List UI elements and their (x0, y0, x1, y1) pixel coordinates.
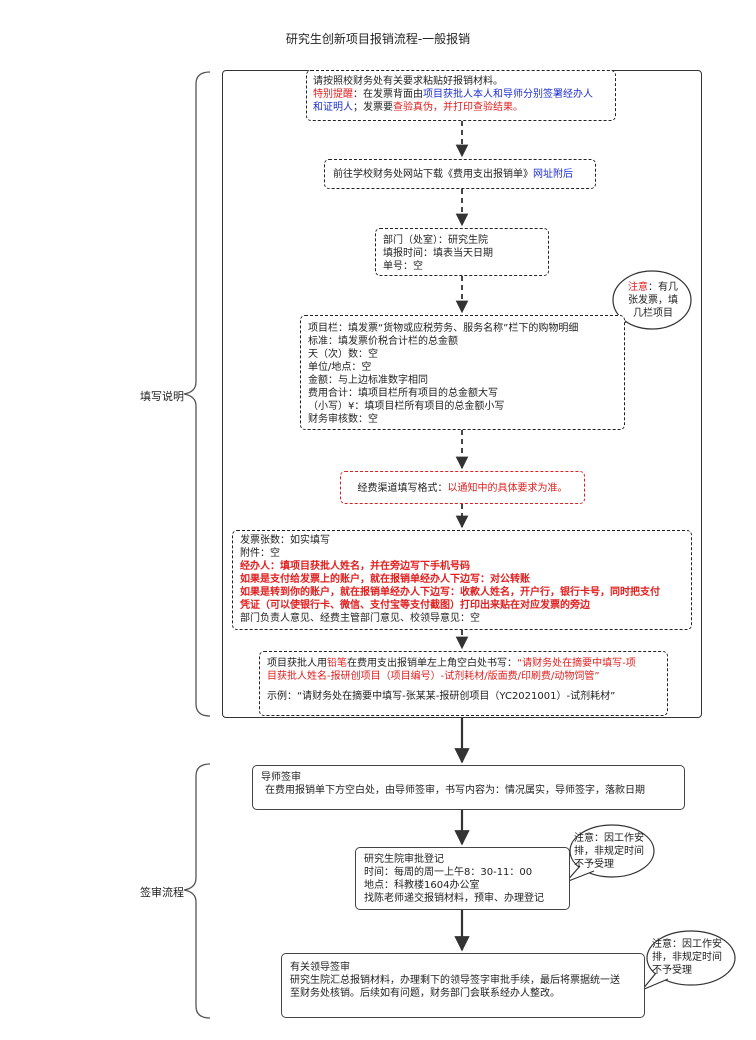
box7-line2: 目获批人姓名-报研创项目（项目编号）-试剂耗材/版面费/印刷费/动物饲管” (267, 671, 600, 682)
note1-label: 注意 (628, 282, 648, 293)
step-download-form: 前往学校财务处网站下载《费用支出报销单》网址附后 (324, 159, 596, 189)
step-pencil-memo: 项目获批人用铅笔在费用支出报销单左上角空白处书写：“请财务处在摘要中填写-项 目… (259, 651, 668, 716)
brace-fill (183, 71, 211, 717)
box9-title: 研究生院审批登记 (364, 854, 444, 865)
note3-line3: 不予受理 (652, 965, 692, 976)
diagram-title: 研究生创新项目报销流程-一般报销 (285, 32, 471, 46)
step-attach-materials: 请按照校财务处有关要求粘贴好报销材料。 特别提醒：在发票背面由项目获批人本人和导… (306, 70, 616, 121)
box1-line1: 请按照校财务处有关要求粘贴好报销材料。 (313, 76, 503, 87)
funding-format-rule: 以通知中的具体要求为准。 (447, 483, 568, 494)
box4-line2: 标准：填发票价税合计栏的总金额 (308, 336, 458, 347)
box7-pencil: 铅笔 (327, 658, 347, 669)
step-advisor-review: 导师签审 在费用报销单下方空白处，由导师签审，书写内容为：情况属实，导师签字，落… (252, 765, 685, 810)
note2-line2: 排，非规定时间 (574, 846, 644, 857)
box1-line2b: 项目获批人本人和导师分别签署经办人 (423, 89, 593, 100)
box6-line7: 部门负责人意见、经费主管部门意见、校领导意见：空 (240, 613, 480, 624)
box4-line6: 费用合计：填项目栏所有项目的总金额大写 (308, 388, 498, 399)
box10-line3: 至财务处核销。后续如有问题，财务部门会联系经办人整改。 (290, 988, 560, 999)
box6-line2: 附件：空 (240, 548, 280, 559)
note2-line3: 不予受理 (574, 859, 614, 870)
funding-format-label: 经费渠道填写格式： (357, 483, 448, 494)
step-department-info: 部门（处室）：研究生院 填报时间：填表当天日期 单号：空 (375, 228, 549, 276)
website-link[interactable]: 网址附后 (533, 169, 573, 180)
step-graduate-school-registration: 研究生院审批登记 时间：每周的周一上午8：30-11：00 地点：科教楼1604… (355, 847, 570, 910)
special-reminder-label: 特别提醒 (313, 89, 353, 100)
box10-title: 有关领导签审 (290, 962, 350, 973)
box7-example: 示例：“请财务处在摘要中填写-张某某-报研创项目（YC2021001）-试剂耗材… (267, 691, 616, 702)
section-label-review: 签审流程 (140, 886, 184, 899)
box1-line3c: 查验真伪，并打印查验结果。 (393, 102, 523, 113)
step-leader-review: 有关领导签审 研究生院汇总报销材料，办理剩下的领导签字审批手续，最后将票据统一送… (281, 953, 645, 1018)
box6-line6: 凭证（可以使银行卡、微信、支付宝等支付截图）打印出来贴在对应发票的旁边 (240, 600, 590, 611)
box9-location: 地点：科教楼1604办公室 (364, 880, 480, 891)
box10-line2: 研究生院汇总报销材料，办理剩下的领导签字审批手续，最后将票据统一送 (290, 975, 620, 986)
box7-line1c: 在费用支出报销单左上角空白处书写： (347, 658, 517, 669)
box3-line3: 单号：空 (383, 261, 423, 272)
box6-line1: 发票张数：如实填写 (240, 535, 330, 546)
note1-line3: 几栏项目 (633, 308, 673, 319)
step-funding-channel: 经费渠道填写格式：以通知中的具体要求为准。 (340, 471, 585, 504)
box9-time: 时间：每周的周一上午8：30-11：00 (364, 867, 533, 878)
box3-line2: 填报时间：填表当天日期 (383, 248, 493, 259)
note-3-text: 注意：因工作安 排，非规定时间 不予受理 (652, 938, 736, 977)
step-handler-info: 发票张数：如实填写 附件：空 经办人：填项目获批人姓名，并在旁边写下手机号码 如… (232, 530, 692, 630)
box4-line8: 财务审核数：空 (308, 414, 378, 425)
note2-line1: 注意：因工作安 (574, 833, 644, 844)
box4-line3: 天（次）数：空 (308, 349, 378, 360)
box4-line1: 项目栏：填发票“货物或应税劳务、服务名称”栏下的购物明细 (308, 323, 579, 334)
note1-line1: ：有几 (648, 282, 678, 293)
box4-line5: 金额：与上边标准数字相同 (308, 375, 428, 386)
note3-line1: 注意：因工作安 (652, 939, 722, 950)
download-form-text: 前往学校财务处网站下载《费用支出报销单》 (333, 169, 533, 180)
box6-line3: 经办人：填项目获批人姓名，并在旁边写下手机号码 (240, 561, 470, 572)
box7-line1a: 项目获批人用 (267, 658, 327, 669)
note-2-text: 注意：因工作安 排，非规定时间 不予受理 (574, 832, 654, 871)
box4-line7: （小写）¥：填项目栏所有项目的总金额小写 (308, 401, 505, 412)
box4-line4: 单位/地点：空 (308, 362, 372, 373)
note3-line2: 排，非规定时间 (652, 952, 722, 963)
box3-line1: 部门（处室）：研究生院 (383, 235, 488, 246)
box1-line3b: ；发票要 (353, 102, 393, 113)
step-item-fields: 项目栏：填发票“货物或应税劳务、服务名称”栏下的购物明细 标准：填发票价税合计栏… (300, 315, 625, 430)
box8-content: 在费用报销单下方空白处，由导师签审，书写内容为：情况属实，导师签字，落款日期 (265, 785, 645, 796)
box8-title: 导师签审 (261, 772, 301, 783)
note1-line2: 张发票，填 (628, 295, 678, 306)
section-label-fill: 填写说明 (140, 390, 184, 403)
box1-line3a: 和证明人 (313, 102, 353, 113)
box9-contact: 找陈老师递交报销材料，预审、办理登记 (364, 893, 544, 904)
brace-review (183, 763, 211, 1019)
box7-line1d: “请财务处在摘要中填写-项 (517, 658, 636, 669)
note-1-text: 注意：有几 张发票，填 几栏项目 (614, 281, 692, 320)
box1-line2a: ：在发票背面由 (353, 89, 423, 100)
box6-line5: 如果是转到你的账户，就在报销单经办人下边写：收款人姓名，开户行，银行卡号，同时把… (240, 587, 660, 598)
box6-line4: 如果是支付给发票上的账户，就在报销单经办人下边写：对公转账 (240, 574, 530, 585)
